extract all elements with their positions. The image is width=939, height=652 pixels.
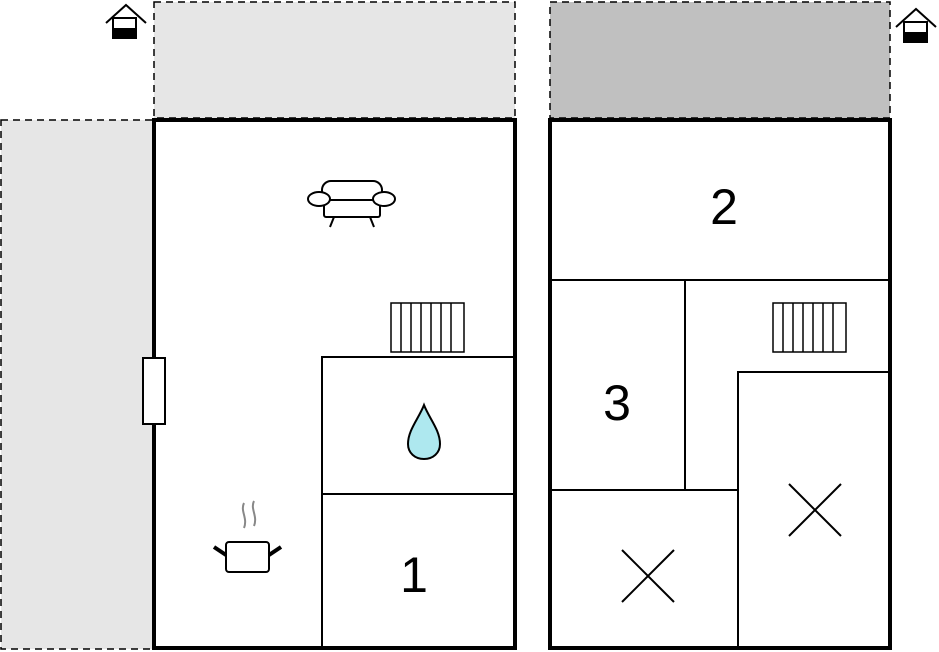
- floor-right-outline: [548, 118, 892, 650]
- terrace-right-top: [549, 1, 891, 119]
- house-icon: [895, 7, 937, 43]
- room-3-label: 3: [603, 375, 631, 431]
- wall-bathroom-right: [737, 371, 890, 648]
- water-drop-icon: [406, 402, 442, 461]
- room-1-label: 1: [400, 547, 428, 603]
- radiator-icon: [772, 302, 847, 353]
- floor-right: 2 3: [548, 7, 937, 650]
- cross-mark-icon: [788, 483, 842, 537]
- door-icon: [142, 357, 166, 425]
- cooking-pot-icon: [212, 500, 283, 573]
- terrace-left-top: [153, 1, 516, 119]
- radiator-icon: [390, 302, 465, 353]
- cross-mark-icon: [621, 549, 675, 603]
- terrace-left-side: [0, 119, 154, 650]
- sofa-icon: [307, 180, 396, 228]
- house-icon: [105, 3, 147, 39]
- floor-left: 1: [105, 3, 517, 650]
- wall-bathroom: [321, 356, 515, 648]
- room-2-label: 2: [710, 179, 738, 235]
